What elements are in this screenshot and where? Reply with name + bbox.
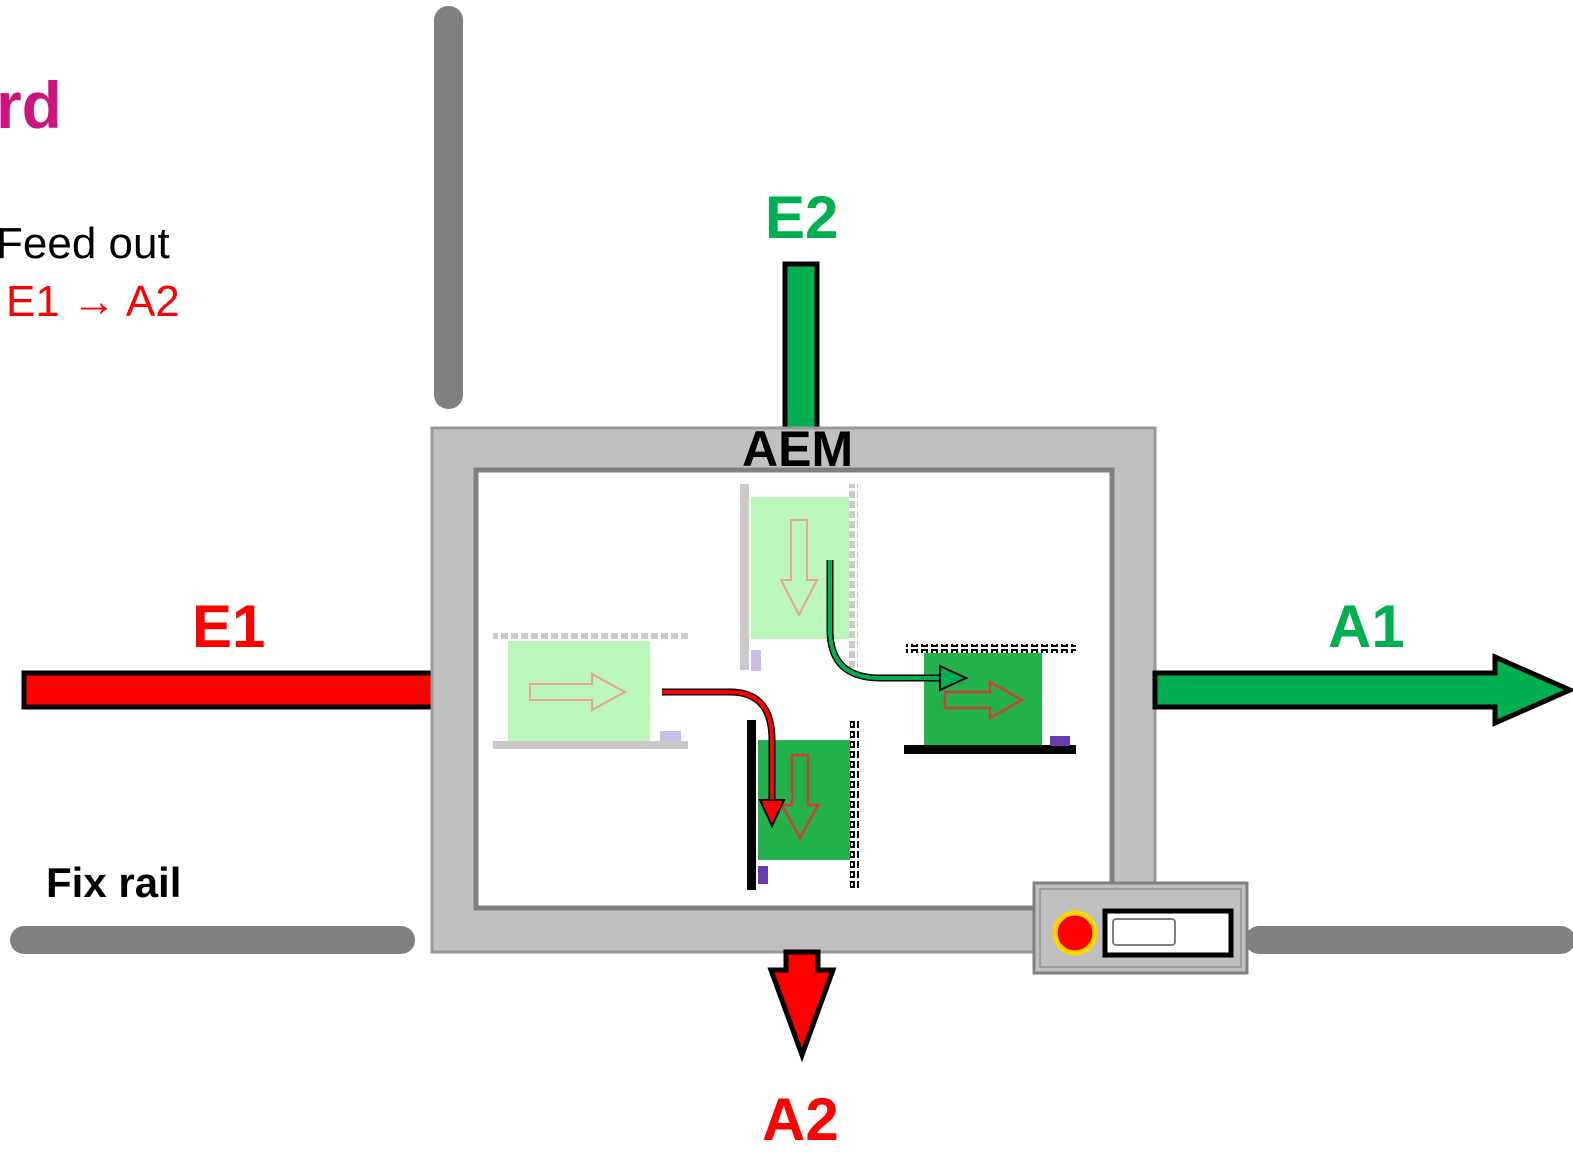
e1-input-bar [21,670,439,710]
emergency-stop-button[interactable] [1052,910,1098,956]
page-title-fragment: rd [0,68,62,142]
mode-switch[interactable] [1102,908,1234,958]
path-e2-to-a1 [826,560,969,692]
port-label-e1: E1 [192,593,266,660]
route-label: E1 → A2 [6,277,180,326]
fix-rail-right [1245,926,1573,954]
subtitle: Feed out [0,219,170,268]
fix-rail-left [10,926,415,954]
port-label-e2: E2 [765,184,839,251]
a1-output-arrow [1152,653,1573,727]
path-e1-to-a2 [662,688,786,829]
e2-input-bar [782,261,820,435]
board-e1-faded [493,632,688,749]
rail-label: Fix rail [46,859,182,906]
module-label: AEM [742,421,854,477]
port-label-a2: A2 [762,1086,839,1153]
a2-output-arrow [767,949,837,1063]
vertical-rail [434,6,463,409]
port-label-a1: A1 [1328,593,1405,660]
